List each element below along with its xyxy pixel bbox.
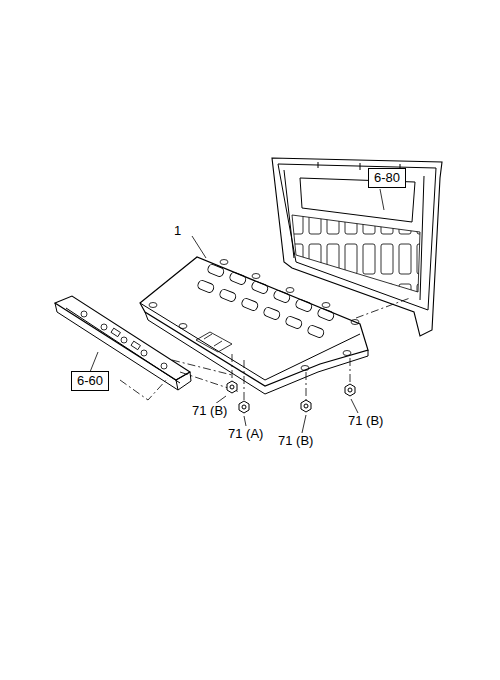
callout-number: 71 (A) <box>227 426 264 442</box>
reference-box: 6-60 <box>71 371 109 391</box>
callout-number: 71 (B) <box>191 403 228 419</box>
reference-number: 6-80 <box>374 170 400 186</box>
front-rail <box>55 296 191 390</box>
nuts <box>227 381 355 413</box>
callout-number: 71 (B) <box>277 433 314 449</box>
callout-number: 1 <box>173 223 182 239</box>
callout-number: 71 (B) <box>347 413 384 429</box>
reference-number: 6-60 <box>77 373 103 389</box>
reference-box: 6-80 <box>368 168 406 188</box>
